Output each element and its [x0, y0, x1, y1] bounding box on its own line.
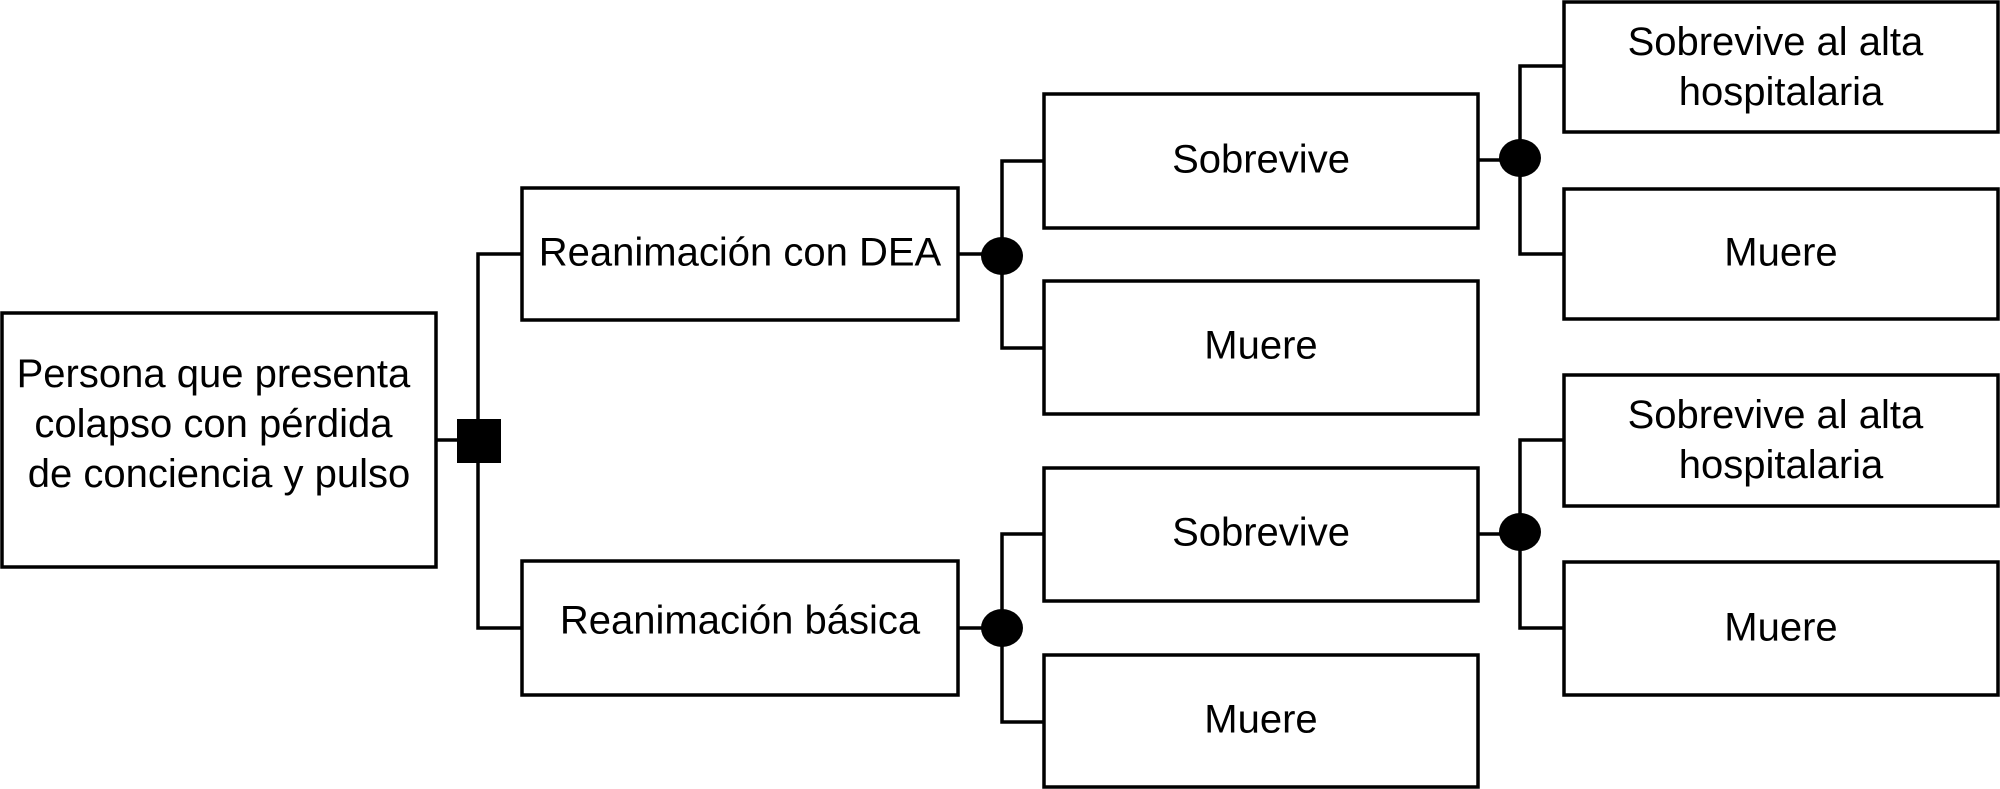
option-dea-box: Reanimación con DEA — [520, 186, 960, 322]
edge-dea-sobrevive-chance-to-alta — [1518, 64, 1564, 160]
chance-node-dea-sobrevive — [1499, 139, 1541, 177]
option-dea-label: Reanimación con DEA — [539, 231, 942, 275]
final-dea-alta-label: Sobrevive al alta hospitalaria — [1628, 20, 1935, 114]
final-dea-alta-line-2: hospitalaria — [1679, 70, 1884, 114]
root-label-line-1: Persona que presenta — [17, 352, 411, 396]
final-basica-alta-line-2: hospitalaria — [1679, 443, 1884, 487]
edge-basica-chance-to-sobrevive — [1000, 532, 1044, 628]
final-basica-alta-line-1: Sobrevive al alta — [1628, 393, 1924, 437]
outcome-dea-muere-label: Muere — [1204, 324, 1317, 368]
outcome-dea-sobrevive-box: Sobrevive — [1042, 92, 1480, 230]
edge-dea-sobrevive-chance-to-muere — [1518, 160, 1564, 256]
chance-node-dea — [981, 237, 1023, 275]
edge-basica-sobrevive-chance-to-muere — [1518, 534, 1564, 630]
final-dea-alta-line-1: Sobrevive al alta — [1628, 20, 1924, 64]
edge-decision-to-option-dea — [476, 252, 522, 440]
edge-dea-chance-to-sobrevive — [1000, 159, 1044, 254]
chance-node-basica-sobrevive — [1499, 513, 1541, 551]
final-basica-alta-box: Sobrevive al alta hospitalaria — [1562, 373, 2000, 508]
outcome-basica-sobrevive-label: Sobrevive — [1172, 511, 1350, 555]
root-label-line-3: de conciencia y pulso — [28, 452, 410, 496]
decision-node-square — [457, 419, 501, 463]
final-dea-alta-box: Sobrevive al alta hospitalaria — [1562, 0, 2000, 134]
outcome-basica-muere-label: Muere — [1204, 698, 1317, 742]
final-basica-alta-label: Sobrevive al alta hospitalaria — [1628, 393, 1935, 487]
option-basica-label: Reanimación básica — [560, 599, 921, 643]
edge-basica-sobrevive-chance-to-alta — [1518, 438, 1564, 534]
root-node-box: Persona que presenta colapso con pérdida… — [0, 311, 438, 569]
outcome-dea-muere-box: Muere — [1042, 279, 1480, 416]
edge-basica-chance-to-muere — [1000, 628, 1044, 724]
chance-node-basica — [981, 609, 1023, 647]
edge-dea-chance-to-muere — [1000, 254, 1044, 350]
final-dea-muere-box: Muere — [1562, 187, 2000, 321]
outcome-basica-sobrevive-box: Sobrevive — [1042, 466, 1480, 603]
outcome-dea-sobrevive-label: Sobrevive — [1172, 138, 1350, 182]
root-label-line-2: colapso con pérdida — [34, 402, 393, 446]
root-label: Persona que presenta colapso con pérdida… — [17, 352, 422, 496]
edge-decision-to-option-basica — [476, 440, 522, 630]
outcome-basica-muere-box: Muere — [1042, 653, 1480, 789]
connectors — [436, 64, 1564, 724]
final-basica-muere-box: Muere — [1562, 560, 2000, 697]
option-basica-box: Reanimación básica — [520, 559, 960, 697]
final-basica-muere-label: Muere — [1724, 606, 1837, 650]
final-dea-muere-label: Muere — [1724, 231, 1837, 275]
